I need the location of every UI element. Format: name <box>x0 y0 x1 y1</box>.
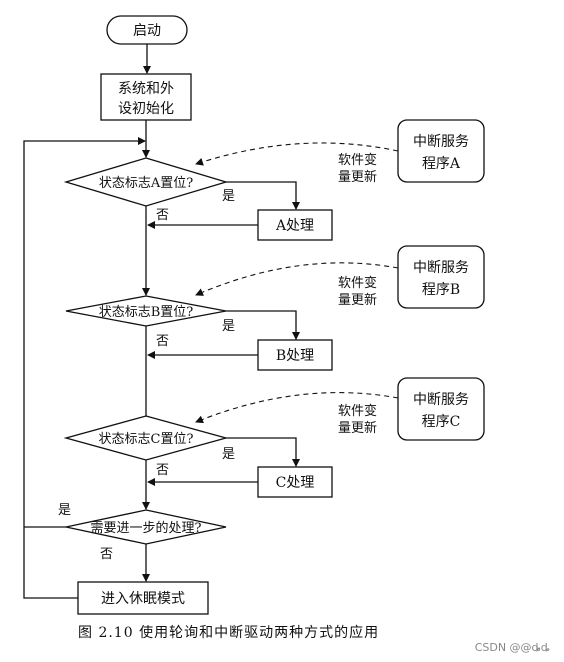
process-c: C处理 <box>257 466 333 498</box>
dashed-arrow-isr-a <box>195 142 399 166</box>
soft-update-label-a-1: 软件变 <box>338 152 377 168</box>
svg-text:状态标志A置位?: 状态标志A置位? <box>99 176 193 191</box>
svg-text:中断服务: 中断服务 <box>413 134 469 150</box>
svg-text:状态标志C置位?: 状态标志C置位? <box>99 432 194 447</box>
svg-text:进入休眠模式: 进入休眠模式 <box>101 591 185 607</box>
figure-caption: 图 2.10 使用轮询和中断驱动两种方式的应用 <box>78 625 380 641</box>
no-label-final: 否 <box>100 547 113 562</box>
decision-b: 状态标志B置位? <box>65 295 227 327</box>
isr-a: 中断服务 程序A <box>397 119 485 183</box>
arrow-a-yes <box>226 181 300 210</box>
svg-text:启动: 启动 <box>133 23 161 39</box>
soft-update-label-b-2: 量更新 <box>338 292 377 308</box>
dashed-arrow-isr-c <box>195 392 399 424</box>
isr-c: 中断服务 程序C <box>397 377 485 441</box>
svg-text:程序C: 程序C <box>422 414 461 430</box>
process-b: B处理 <box>257 339 333 371</box>
process-a: A处理 <box>257 209 333 241</box>
svg-text:程序B: 程序B <box>422 282 460 298</box>
svg-text:设初始化: 设初始化 <box>118 100 174 117</box>
watermark: CSDN @@ȡ̵ȡ <box>474 641 550 654</box>
sleep-node: 进入休眠模式 <box>77 581 209 615</box>
yes-label-c: 是 <box>222 447 235 462</box>
svg-text:B处理: B处理 <box>276 348 314 364</box>
isr-b: 中断服务 程序B <box>397 245 485 309</box>
start-node: 启动 <box>106 15 188 45</box>
no-label-b: 否 <box>156 334 169 349</box>
yes-label-final: 是 <box>58 503 71 518</box>
arrow-b-yes <box>226 310 300 340</box>
yes-label-a: 是 <box>222 189 235 204</box>
svg-text:C处理: C处理 <box>276 475 315 491</box>
arrow-c-yes <box>226 437 300 467</box>
svg-text:程序A: 程序A <box>422 156 461 172</box>
decision-further-processing: 需要进一步的处理? <box>65 509 227 545</box>
svg-text:中断服务: 中断服务 <box>413 392 469 408</box>
soft-update-label-a-2: 量更新 <box>338 169 377 185</box>
svg-text:系统和外: 系统和外 <box>118 81 174 97</box>
decision-c: 状态标志C置位? <box>63 415 229 461</box>
no-label-a: 否 <box>156 208 169 223</box>
yes-label-b: 是 <box>222 319 235 334</box>
decision-a: 状态标志A置位? <box>63 157 229 207</box>
init-node: 系统和外 设初始化 <box>100 73 192 121</box>
soft-update-label-c-1: 软件变 <box>338 403 377 419</box>
soft-update-label-c-2: 量更新 <box>338 420 377 436</box>
svg-text:中断服务: 中断服务 <box>413 260 469 276</box>
svg-text:需要进一步的处理?: 需要进一步的处理? <box>91 520 202 536</box>
dashed-arrow-isr-b <box>195 262 399 296</box>
no-label-c: 否 <box>156 463 169 478</box>
svg-text:A处理: A处理 <box>275 218 314 234</box>
soft-update-label-b-1: 软件变 <box>338 275 377 291</box>
arrow-loop-back <box>23 137 146 599</box>
svg-text:状态标志B置位?: 状态标志B置位? <box>99 305 194 320</box>
